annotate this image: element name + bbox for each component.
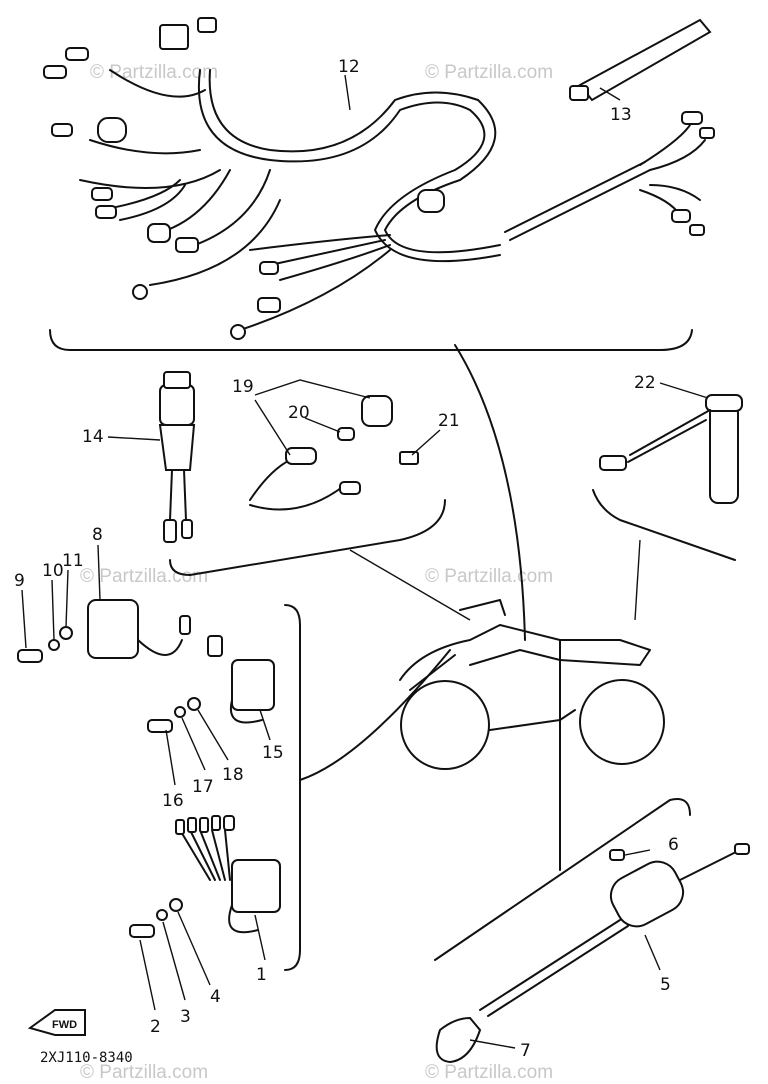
callout-9: 9 [14, 571, 25, 591]
callout-17: 17 [192, 777, 214, 797]
callout-2: 2 [150, 1017, 161, 1037]
watermark-6: © Partzilla.com [425, 1062, 553, 1083]
callout-8: 8 [92, 525, 103, 545]
callout-14: 14 [82, 427, 104, 447]
wire-harness-group [43, 17, 715, 351]
callouts: 1 2 3 4 5 6 7 8 9 10 11 12 13 14 15 16 1… [14, 57, 679, 1061]
callout-6: 6 [668, 835, 679, 855]
callout-10: 10 [42, 561, 64, 581]
callout-3: 3 [180, 1007, 191, 1027]
switch-group [107, 371, 471, 621]
callout-13: 13 [610, 105, 632, 125]
cable-group [434, 798, 750, 1064]
ignition-group [17, 544, 301, 1011]
callout-22: 22 [634, 373, 656, 393]
vehicle-outline [299, 344, 665, 871]
fwd-label: FWD [52, 1019, 77, 1031]
callout-19: 19 [232, 377, 254, 397]
callout-16: 16 [162, 791, 184, 811]
callout-20: 20 [288, 403, 310, 423]
watermark-4: © Partzilla.com [425, 566, 553, 587]
callout-15: 15 [262, 743, 284, 763]
callout-12: 12 [338, 57, 360, 77]
callout-5: 5 [660, 975, 671, 995]
watermark-2: © Partzilla.com [425, 62, 553, 83]
diagram-code: 2XJ110-8340 [40, 1050, 133, 1066]
callout-4: 4 [210, 987, 221, 1007]
watermark-5: © Partzilla.com [80, 1062, 208, 1083]
sensor-group [592, 382, 743, 621]
callout-11: 11 [62, 551, 84, 571]
callout-21: 21 [438, 411, 460, 431]
callout-1: 1 [256, 965, 267, 985]
fwd-arrow: FWD [27, 1009, 86, 1036]
callout-18: 18 [222, 765, 244, 785]
callout-7: 7 [520, 1041, 531, 1061]
